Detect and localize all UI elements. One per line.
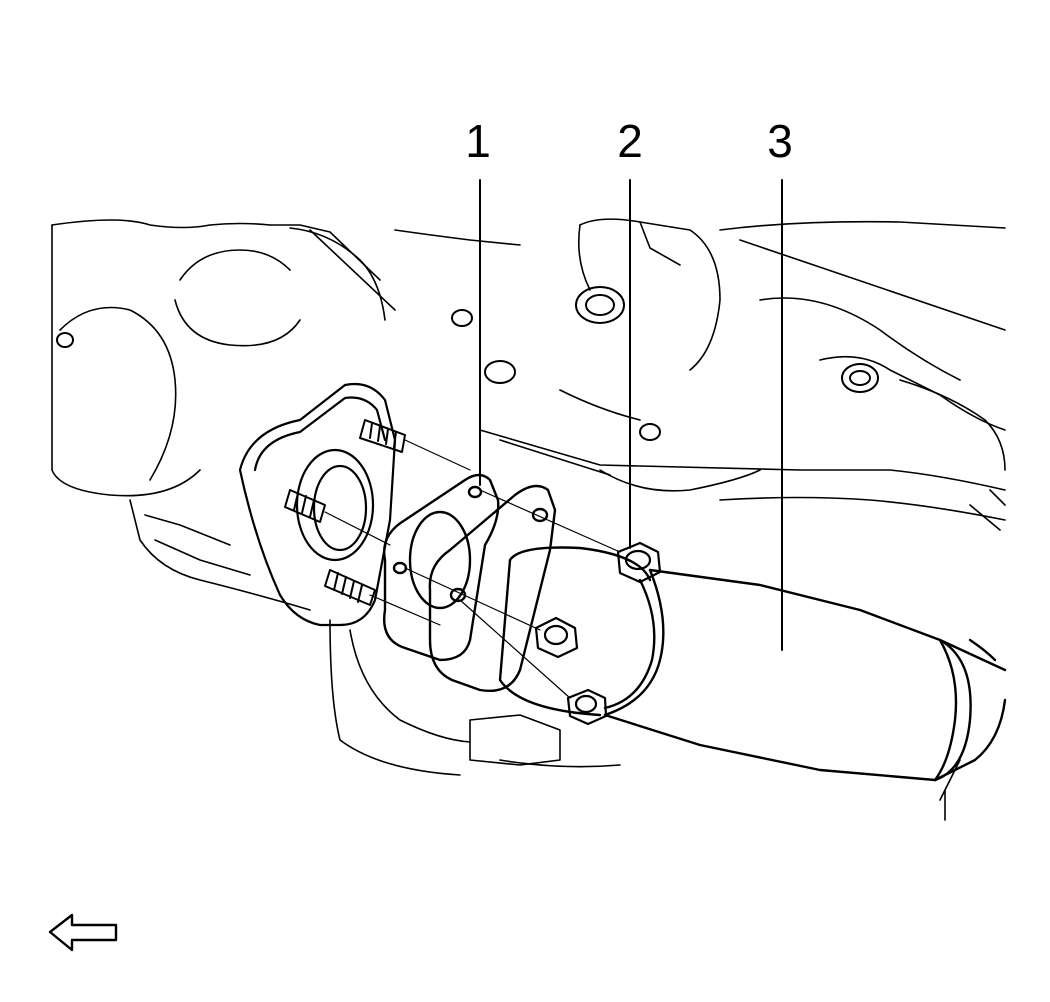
gasket-part xyxy=(383,473,500,662)
arrow-left-icon xyxy=(48,913,118,952)
callout-3: 3 xyxy=(767,115,793,167)
callout-2: 2 xyxy=(617,115,643,167)
alignment-lines xyxy=(324,439,621,699)
callout-1: 1 xyxy=(465,115,491,167)
leader-lines xyxy=(479,179,783,651)
manifold-flange xyxy=(238,382,397,627)
exhaust-pipe xyxy=(498,546,1007,782)
engine-block-outline xyxy=(51,218,1006,821)
studs xyxy=(284,419,406,606)
nuts xyxy=(534,541,662,726)
manifold-bolt-holes xyxy=(56,286,879,441)
